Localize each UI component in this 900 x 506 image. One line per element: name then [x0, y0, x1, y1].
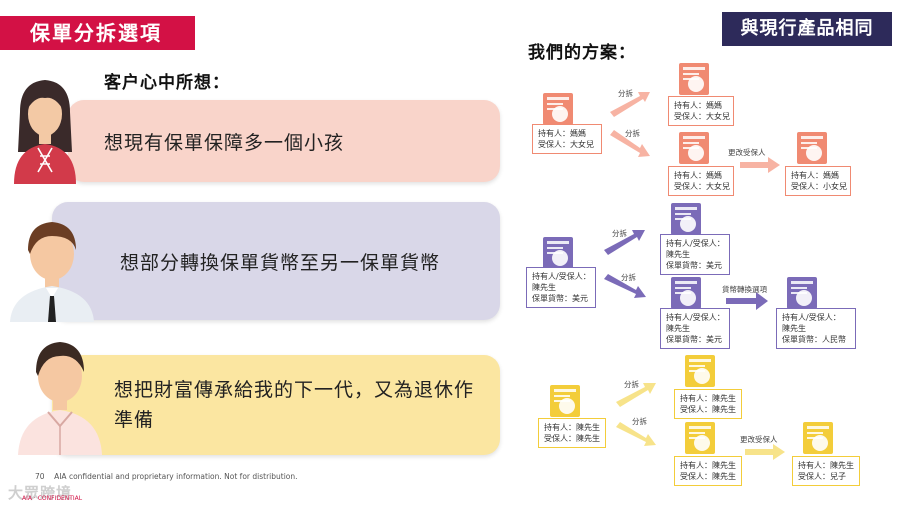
arrow-label-split: 分拆 [624, 380, 639, 389]
arrow-label-split: 分拆 [618, 89, 633, 98]
arrow-split-up [610, 92, 650, 117]
arrow-label-split: 分拆 [632, 417, 647, 426]
policy-card-source: 持有人/受保人：陳先生保單貨幣：美元 [526, 267, 596, 308]
arrow-label-split: 分拆 [612, 229, 627, 238]
woman-avatar-icon [14, 80, 76, 184]
policy-card-split-bottom: 持有人：媽媽受保人：大女兒 [668, 166, 734, 196]
doc-icon [543, 237, 573, 269]
arrow-split-up [616, 383, 656, 407]
doc-icon [787, 277, 817, 309]
arrow-label-change-insured: 更改受保人 [740, 435, 778, 444]
man-shirt-avatar-icon [18, 342, 102, 455]
arrow-change [745, 444, 785, 460]
policy-card-split-bottom: 持有人：陳先生受保人：陳先生 [674, 456, 742, 486]
doc-icon [550, 385, 580, 417]
arrow-change [740, 157, 780, 173]
same-as-current-tag: 與現行產品相同 [722, 12, 892, 46]
doc-icon [671, 203, 701, 235]
client-thoughts-heading: 客户心中所想： [104, 73, 230, 93]
policy-card-split-top: 持有人/受保人：陳先生保單貨幣：美元 [660, 234, 730, 275]
arrow-split-down [616, 422, 656, 446]
doc-icon [671, 277, 701, 309]
policy-card-result: 持有人/受保人：陳先生保單貨幣：人民幣 [776, 308, 856, 349]
watermark-sub: AIA · CONFIDENTIAL [22, 495, 83, 502]
policy-card-source: 持有人：陳先生受保人：陳先生 [538, 418, 606, 448]
doc-icon [679, 63, 709, 95]
footer-note: 70 AIA confidential and proprietary info… [35, 472, 298, 481]
watermark-logo: 大眾跨境 [8, 484, 73, 502]
doc-icon [685, 355, 715, 387]
bubble-currency: 想部分轉換保單貨幣至另一保單貨幣 [52, 202, 500, 320]
slide-title: 保單分拆選項 [0, 16, 195, 50]
policy-card-split-top: 持有人：陳先生受保人：陳先生 [674, 389, 742, 419]
arrow-label-currency-option: 貨幣轉換選項 [722, 285, 767, 294]
doc-icon [543, 93, 573, 125]
doc-icon [685, 422, 715, 454]
page-number: 70 [35, 472, 45, 481]
doc-icon [803, 422, 833, 454]
arrow-split-down [610, 130, 650, 157]
policy-card-split-top: 持有人：媽媽受保人：大女兒 [668, 96, 734, 126]
policy-card-split-bottom: 持有人/受保人：陳先生保單貨幣：美元 [660, 308, 730, 349]
arrow-split-up [604, 230, 645, 255]
policy-card-source: 持有人：媽媽受保人：大女兒 [532, 124, 602, 154]
doc-icon [797, 132, 827, 164]
bubble-wealth: 想把財富傳承給我的下一代，又為退休作準備 [52, 355, 500, 455]
policy-card-result: 持有人：媽媽受保人：小女兒 [785, 166, 851, 196]
bubble-add-child: 想現有保單保障多一個小孩 [68, 100, 500, 182]
arrow-label-change-insured: 更改受保人 [728, 148, 766, 157]
arrow-change [726, 292, 768, 310]
our-solution-heading: 我們的方案： [528, 43, 636, 63]
doc-icon [679, 132, 709, 164]
arrow-label-split: 分拆 [625, 129, 640, 138]
arrow-split-down [604, 274, 646, 298]
man-suit-avatar-icon [10, 222, 94, 322]
arrow-label-split: 分拆 [621, 273, 636, 282]
policy-card-result: 持有人：陳先生受保人：兒子 [792, 456, 860, 486]
